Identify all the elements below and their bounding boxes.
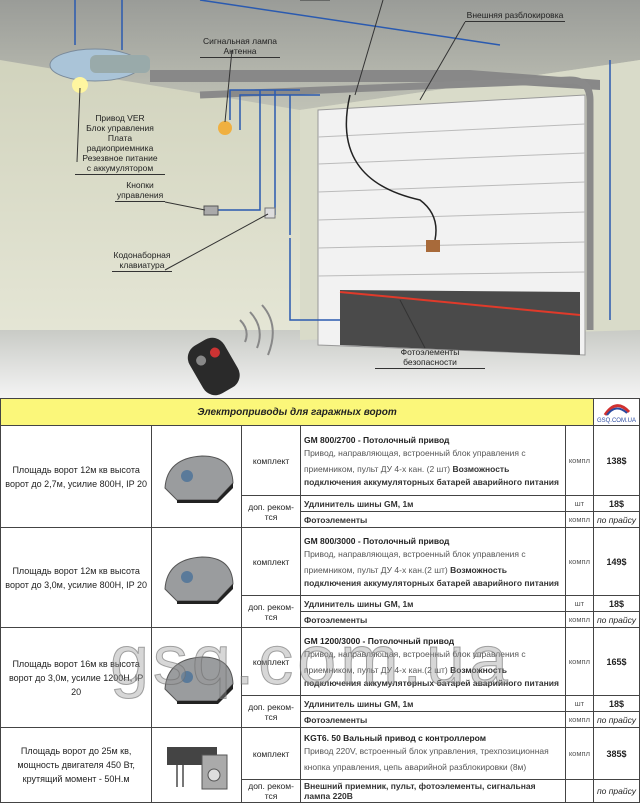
drive-label-line: Блок управления (86, 123, 154, 133)
kit-price: 385$ (592, 727, 640, 780)
extra-label: доп. реком-тся (241, 695, 301, 728)
extra-item: Удлинитель шины GM, 1м (299, 595, 566, 612)
table-row: Площадь ворот 12м кв высота ворот до 3,0… (0, 527, 640, 628)
shaft-drive-image (166, 746, 228, 789)
extra-price: по прайсу (592, 511, 640, 528)
product-image (151, 425, 243, 528)
gsq-logo: GSQ.COM.UA (592, 398, 640, 426)
extra-unit: компл (564, 611, 594, 628)
kit-text: Привод, направляющая, встроенный блок уп… (303, 648, 526, 675)
lamp-label-line: Антенна (223, 46, 257, 56)
kit-unit: компл (564, 425, 594, 496)
gate-spec: Площадь ворот 16м кв высота ворот до 3,0… (0, 627, 153, 728)
table-row: Площадь ворот 12м кв высота ворот до 2,7… (0, 425, 640, 528)
gate-spec: Площадь ворот 12м кв высота ворот до 2,7… (0, 425, 153, 528)
price-table: Электроприводы для гаражных ворот GSQ.CO… (0, 398, 640, 803)
product-image (151, 727, 243, 803)
ceiling-drive-image (164, 455, 234, 504)
extra-price: по прайсу (592, 611, 640, 628)
extra-label: доп. реком-тся (241, 779, 301, 803)
extra-price: 18$ (592, 595, 640, 612)
extra-price: по прайсу (592, 711, 640, 728)
product-image (151, 527, 243, 628)
release-label: Внешняя разблокировка (465, 10, 565, 22)
extra-label: доп. реком-тся (241, 595, 301, 628)
table-row: Площадь ворот до 25м кв, мощность двигат… (0, 727, 640, 803)
table-row: Площадь ворот 16м кв высота ворот до 3,0… (0, 627, 640, 728)
table-title: Электроприводы для гаражных ворот (0, 398, 594, 426)
extra-unit: шт (564, 495, 594, 512)
lamp-label: Сигнальная лампа Антенна (200, 36, 280, 58)
extra-price: 18$ (592, 495, 640, 512)
kit-bold-text: Возможность подключения аккумуляторных б… (303, 664, 559, 688)
kit-unit: компл (564, 727, 594, 780)
extra-unit: компл (564, 711, 594, 728)
buttons-label: Кнопки управления (115, 180, 165, 202)
extra-item: Фотоэлементы (299, 611, 566, 628)
keypad-label: Кодонаборная клавиатура (112, 250, 172, 272)
ceiling-drive-image (164, 656, 234, 705)
gate-spec: Площадь ворот 12м кв высота ворот до 3,0… (0, 527, 153, 628)
garage-illustration (0, 0, 640, 398)
kit-bold-text: Возможность подключения аккумуляторных б… (303, 564, 559, 588)
kit-text: Привод 220V, встроенный блок управления,… (303, 745, 549, 772)
extra-unit: компл (564, 511, 594, 528)
lamp-label-line: Сигнальная лампа (202, 36, 278, 46)
kit-text: Привод, направляющая, встроенный блок уп… (303, 447, 526, 474)
gate-spec: Площадь ворот до 25м кв, мощность двигат… (0, 727, 153, 803)
model-name: GM 800/3000 - Потолочный привод (303, 535, 450, 546)
kit-label: комплект (241, 425, 301, 496)
extra-item: Внешний приемник, пульт, фотоэлементы, с… (299, 779, 566, 803)
kit-label: комплект (241, 527, 301, 596)
kit-bold-text: Возможность подключения аккумуляторных б… (303, 463, 559, 487)
extra-unit: шт (564, 595, 594, 612)
extra-item: Фотоэлементы (299, 711, 566, 728)
model-name: KGT6. 50 Вальный привод с контроллером (303, 732, 487, 743)
kit-price: 138$ (592, 425, 640, 496)
extra-label: доп. реком-тся (241, 495, 301, 528)
kit-price: 149$ (592, 527, 640, 596)
buttons-label-line: Кнопки (126, 180, 154, 190)
kit-text: Привод, направляющая, встроенный блок уп… (303, 548, 526, 575)
logo-arc-icon (604, 404, 631, 416)
kit-unit: компл (564, 627, 594, 696)
model-name: GM 1200/3000 - Потолочный привод (303, 635, 455, 646)
buttons-label-line: управления (116, 190, 164, 200)
drive-label-line: с аккумулятором (86, 163, 154, 173)
product-image (151, 627, 243, 728)
extra-item: Удлинитель шины GM, 1м (299, 695, 566, 712)
keypad-label-line: Кодонаборная (113, 250, 171, 260)
photocells-label: Фотоэлементы безопасности (375, 347, 485, 369)
keypad-label-line: клавиатура (119, 260, 165, 270)
kit-unit: компл (564, 527, 594, 596)
kit-label: комплект (241, 727, 301, 780)
kit-price: 165$ (592, 627, 640, 696)
drive-label-line: Резезвное питание (82, 153, 158, 163)
extra-item: Фотоэлементы (299, 511, 566, 528)
drive-label-line: Плата радиоприемника (86, 133, 154, 153)
extra-unit: шт (564, 695, 594, 712)
drive-label-line: Привод VER (95, 113, 145, 123)
ceiling-drive-image (164, 556, 234, 605)
extra-price: 18$ (592, 695, 640, 712)
extra-item: Удлинитель шины GM, 1м (299, 495, 566, 512)
kit-label: комплект (241, 627, 301, 696)
drive-label: Привод VER Блок управления Плата радиопр… (75, 113, 165, 175)
garage-automation-diagram: Привод VER Блок управления Плата радиопр… (0, 0, 640, 398)
extra-unit (564, 779, 594, 803)
extra-price: по прайсу (592, 779, 640, 803)
logo-text: GSQ.COM.UA (596, 418, 636, 424)
model-name: GM 800/2700 - Потолочный привод (303, 434, 450, 445)
